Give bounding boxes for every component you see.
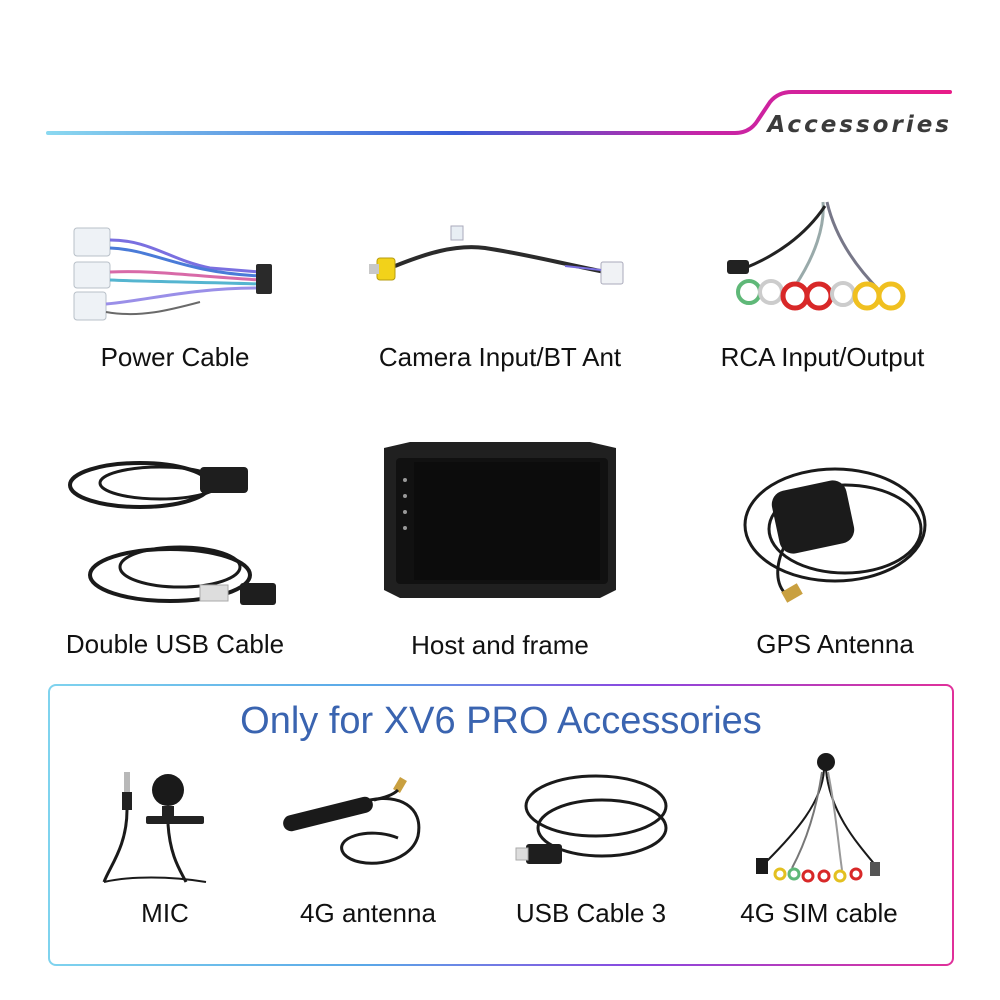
section-title: Accessories	[767, 112, 952, 138]
pro-item-4g-antenna: 4G antenna	[278, 766, 458, 956]
usb-cable-image	[68, 461, 276, 605]
pro-item-mic: MIC	[90, 766, 240, 956]
pro-item-usb-cable-3: USB Cable 3	[506, 766, 676, 956]
pro-item-4g-sim-cable: 4G SIM cable	[726, 742, 912, 956]
header-divider	[46, 90, 952, 135]
pro-item-label: USB Cable 3	[515, 898, 667, 928]
4g-sim-cable-image	[756, 753, 880, 883]
camera-cable-image	[369, 225, 624, 285]
accessory-label: GPS Antenna	[756, 629, 914, 659]
accessory-rca: RCA Input/Output	[705, 190, 940, 390]
power-cable-image	[73, 227, 272, 321]
accessory-camera-input: Camera Input/BT Ant	[365, 200, 635, 390]
accessory-host-frame: Host and frame	[370, 440, 630, 665]
pro-item-label: 4G antenna	[300, 898, 436, 928]
accessory-label: Double USB Cable	[65, 629, 285, 659]
gps-antenna-image	[743, 467, 927, 603]
4g-antenna-image	[283, 776, 421, 865]
pro-accessories-panel: Only for XV6 PRO Accessories MIC 4G	[48, 684, 954, 966]
host-frame-image	[384, 442, 616, 598]
usb-cable-3-image	[515, 774, 668, 864]
pro-accessories-title: Only for XV6 PRO Accessories	[240, 700, 762, 742]
rca-cable-image	[727, 201, 906, 311]
pro-item-label: 4G SIM cable	[740, 898, 898, 928]
mic-image	[102, 772, 207, 883]
accessory-label: Host and frame	[411, 630, 589, 660]
accessory-label: Power Cable	[100, 342, 250, 372]
accessory-gps-antenna: GPS Antenna	[735, 445, 935, 665]
accessory-power-cable: Power Cable	[60, 200, 290, 390]
accessory-double-usb: Double USB Cable	[50, 445, 300, 665]
accessory-label: RCA Input/Output	[720, 342, 925, 372]
accessory-label: Camera Input/BT Ant	[378, 342, 622, 372]
pro-item-label: MIC	[141, 898, 189, 928]
